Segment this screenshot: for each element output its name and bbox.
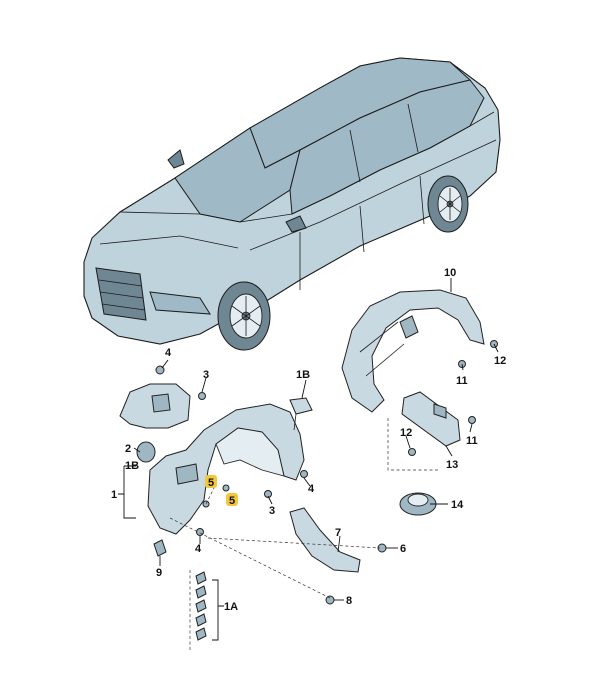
clip-1b xyxy=(289,397,313,431)
fastener-set-1a xyxy=(195,571,207,641)
callout-5b: 5 xyxy=(229,495,235,507)
cap-plug xyxy=(136,441,156,463)
rear-bracket xyxy=(401,391,461,447)
callout-6: 6 xyxy=(400,543,406,555)
car-illustration xyxy=(83,57,501,351)
callout-4a: 4 xyxy=(165,347,172,359)
deflector-strip xyxy=(289,507,361,573)
rear-wheel-housing-liner xyxy=(341,289,485,413)
callout-5a: 5 xyxy=(208,477,214,489)
assembly-guide-lines xyxy=(169,418,440,652)
callout-13: 13 xyxy=(446,459,458,471)
callout-2: 2 xyxy=(125,443,131,455)
highlight-badge-5b xyxy=(226,493,238,506)
callout-7: 7 xyxy=(335,527,341,539)
callout-4b: 4 xyxy=(308,483,315,495)
callout-12b: 12 xyxy=(400,427,412,439)
callout-1: 1 xyxy=(111,489,117,501)
callout-8: 8 xyxy=(346,595,352,607)
callout-14: 14 xyxy=(451,499,464,511)
clip-9 xyxy=(153,539,167,557)
callout-9: 9 xyxy=(156,567,162,579)
callout-11b: 11 xyxy=(466,435,478,447)
callout-3a: 3 xyxy=(203,369,209,381)
callout-4c: 4 xyxy=(195,543,202,555)
callout-11a: 11 xyxy=(456,375,468,387)
leader-lines xyxy=(118,278,499,641)
front-upper-bracket xyxy=(119,383,191,429)
callout-10: 10 xyxy=(444,267,456,279)
callout-3b: 3 xyxy=(269,505,275,517)
callout-12a: 12 xyxy=(494,355,506,367)
callout-1b-left: 1B xyxy=(125,460,139,472)
callout-1b: 1B xyxy=(296,369,310,381)
front-wheel-housing-liner xyxy=(147,403,305,535)
callout-1a: 1A xyxy=(224,601,238,613)
highlight-badge-5a xyxy=(205,475,217,488)
small-fasteners xyxy=(155,340,498,605)
